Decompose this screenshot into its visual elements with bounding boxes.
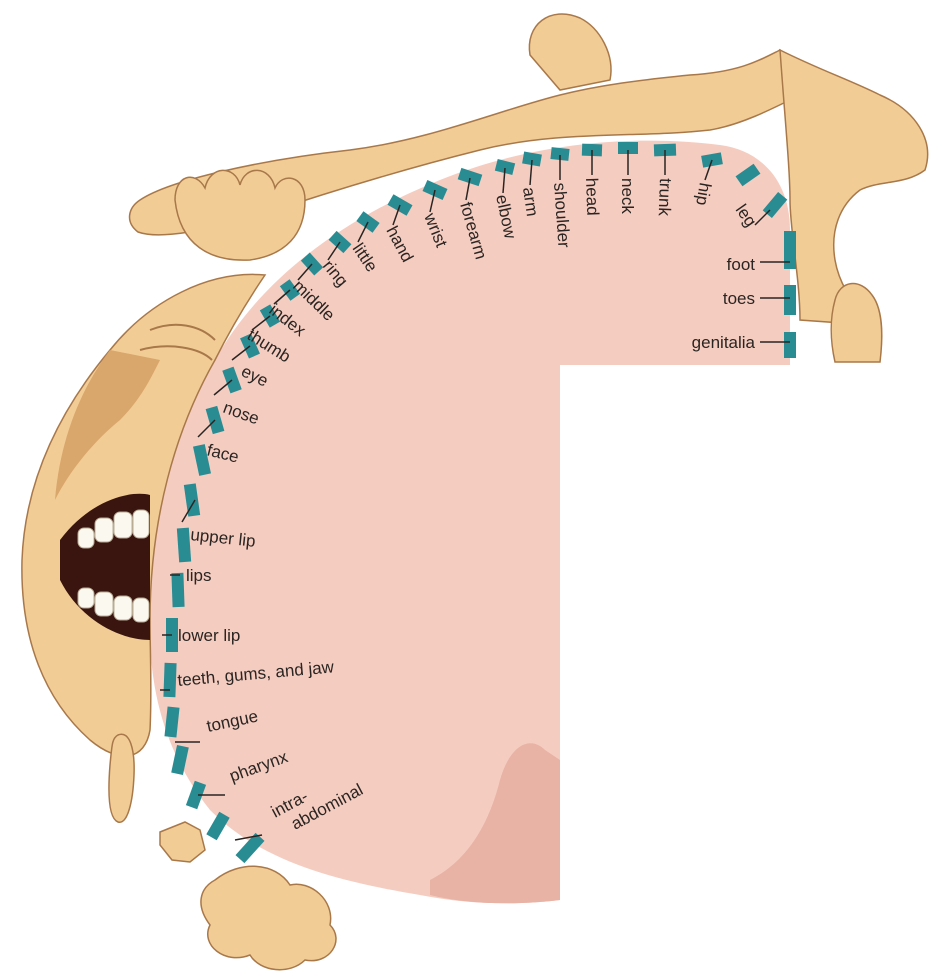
body-part-label: toes [723, 289, 755, 308]
cutaway-blank [562, 366, 944, 977]
body-part-label: neck [618, 178, 637, 214]
body-part-label: lips [186, 566, 212, 585]
band-segment [206, 812, 229, 841]
band-segment [177, 528, 191, 563]
band-segment [784, 285, 796, 315]
homunculus-foot-icon [780, 50, 928, 362]
body-part-label: head [582, 177, 602, 215]
body-part-label: genitalia [692, 333, 756, 352]
band-segment [784, 231, 796, 269]
band-segment [163, 663, 176, 697]
body-part-label: hip [692, 181, 715, 207]
band-segment [171, 573, 184, 607]
body-part-label: arm [519, 186, 542, 218]
body-part-label: trunk [655, 178, 675, 217]
band-segment [784, 332, 796, 358]
body-part-label: lower lip [178, 626, 240, 645]
body-part-label: foot [727, 255, 756, 274]
